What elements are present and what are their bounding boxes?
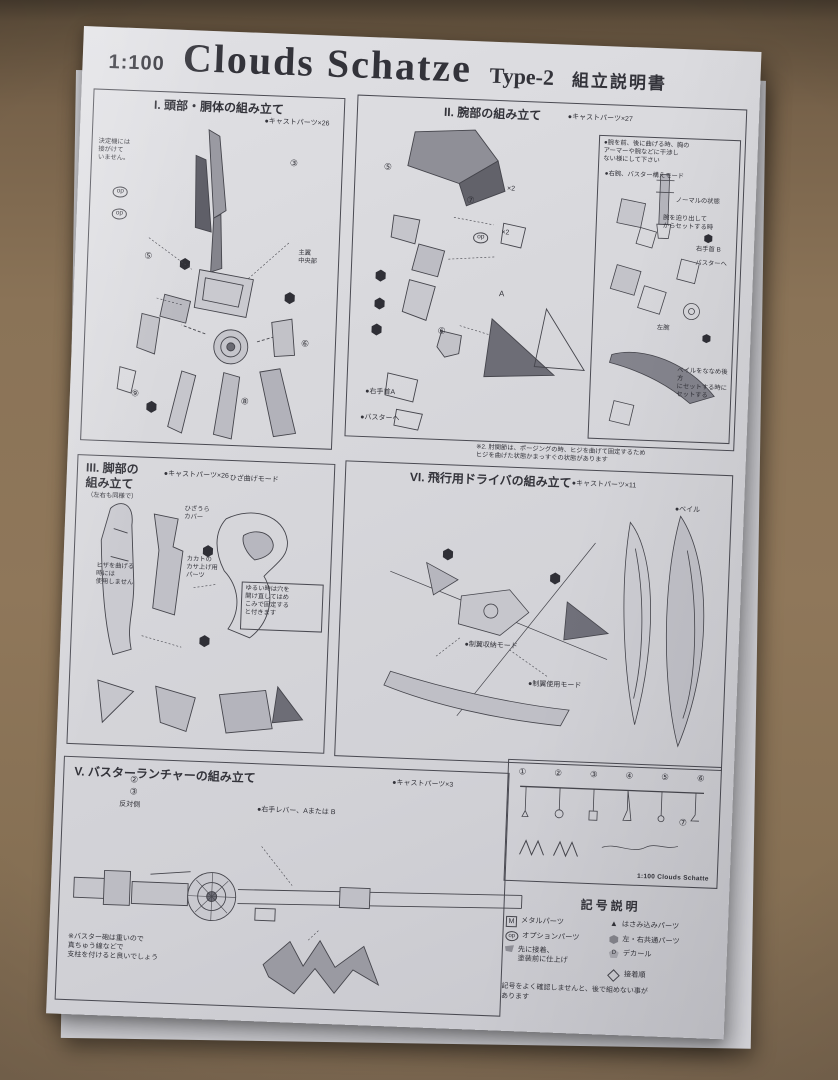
legend-label: 左・右共通パーツ <box>622 934 680 946</box>
runner-num-7: ⑦ <box>678 817 688 828</box>
arm-pose-diagram <box>608 173 715 426</box>
legend-label: 先に接着、 塗装前に仕上げ <box>517 944 569 964</box>
subbox-veil-note: ベイルをななめ後方 にセットする時に セットする <box>676 367 728 399</box>
symbol-legend: 記号説明 M メタルパーツ ▲ はさみ込みパーツ op オプションパーツ 左・右… <box>500 891 717 1029</box>
legend-item-empty <box>504 966 608 980</box>
runner-num-5: ⑤ <box>661 771 670 783</box>
doc-type-label: 組立説明書 <box>571 70 668 94</box>
subbox-normal-label: ノーマルの状態 <box>675 196 720 206</box>
legend-item-preglue: 先に接着、 塗装前に仕上げ <box>504 944 609 966</box>
buster-launcher-diagram <box>73 846 523 995</box>
legend-item-option: op オプションパーツ <box>505 930 609 945</box>
panel2-cast-count: ●キャストパーツ×27 <box>567 113 633 124</box>
panel1-num-6: ⑥ <box>300 338 310 349</box>
runner-num-3: ③ <box>589 768 598 780</box>
metal-parts-icon: M <box>505 915 518 928</box>
legend-label: はさみ込みパーツ <box>621 919 680 931</box>
common-parts-icon <box>609 935 618 944</box>
panel3-note-box: ゆるい時は穴を 開け直してはめ こみで固定する と付きます <box>239 581 324 633</box>
panel1-title: I. 頭部・胴体の組み立て <box>153 97 285 117</box>
leg-diagram <box>97 503 304 734</box>
panel6-cast-count: ●キャストパーツ×11 <box>571 480 637 490</box>
preglue-icon <box>505 945 514 952</box>
panel3-knee-mode-label: ひざ曲げモード <box>229 474 279 484</box>
panel-arm-assembly: II. 腕部の組み立て ●キャストパーツ×27 ×2 ×2 <box>344 94 748 452</box>
panel1-num-9: ⑨ <box>130 388 140 399</box>
flight-driver-diagram <box>383 515 705 748</box>
panel1-num-3: ③ <box>289 158 299 169</box>
runner-diagram <box>519 785 705 858</box>
panel1-wing-label: 主翼 中央部 <box>298 249 318 265</box>
panel3-heel-label: カカトの カサ上げ用 パーツ <box>185 555 218 579</box>
panel2-right-subbox: ●腕を前、後に曲げる時、胸の アーマーや腕などに干渉し ない様にして下さい ●右… <box>587 134 742 445</box>
legend-label: メタルパーツ <box>520 915 565 927</box>
panel2-letter-a: A <box>498 289 505 299</box>
runner-num-6: ⑥ <box>696 773 705 784</box>
scale-label: 1:100 <box>108 50 166 76</box>
panel3-knee-cover-label: ひざうら カバー <box>184 505 210 521</box>
panel3-cast-count: ●キャストパーツ×26 <box>163 470 229 480</box>
legend-grid: M メタルパーツ ▲ はさみ込みパーツ op オプションパーツ 左・右共通パーツ… <box>502 915 716 984</box>
panel2-x2-a: ×2 <box>506 185 516 193</box>
page-title: Clouds Schatze <box>182 34 473 91</box>
panel2-num-5: ⑤ <box>383 161 393 172</box>
panel3-note-box-text: ゆるい時は穴を 開け直してはめ こみで固定する と付きます <box>244 584 290 617</box>
panel5-opposite-label: 反対側 <box>119 800 141 809</box>
legend-footer: 記号をよく確認しませんと、後で組めない事が あります <box>500 983 648 1001</box>
legend-item-glue-order: 接着順 <box>607 969 708 984</box>
legend-item-common: 左・右共通パーツ <box>609 934 709 949</box>
glue-order-icon <box>607 969 620 983</box>
subbox-set-note: 腕を迫り出して からセットする時 <box>662 214 714 232</box>
type-label: Type-2 <box>489 62 555 91</box>
panel6-veil-label: ●ベイル <box>674 506 701 515</box>
panel2-x2-b: ×2 <box>501 229 510 237</box>
panel-buster-launcher-assembly: V. バスターランチャーの組み立て ●キャストパーツ×3 ② ③ 反対側 ●右 <box>54 755 523 1017</box>
sheet-header: 1:100 Clouds Schatze Type-2 組立説明書 <box>82 34 761 100</box>
sandwich-parts-icon: ▲ <box>609 918 619 929</box>
panel2-num-7: ⑦ <box>466 194 475 206</box>
legend-item-decal: D デカール <box>608 948 709 970</box>
panel2-num-6: ⑥ <box>437 325 446 337</box>
panel2-buster-label: ●バスターへ <box>360 413 400 423</box>
subbox-para: ●腕を前、後に曲げる時、胸の アーマーや腕などに干渉し ない様にして下さい <box>603 139 690 164</box>
panel-leg-assembly: III. 脚部の 組み立て ●キャストパーツ×26 （左右も同様で） ひざ曲げモ… <box>66 454 336 754</box>
panel2-title: II. 腕部の組み立て <box>443 104 542 123</box>
legend-label: デカール <box>622 948 652 959</box>
panel3-no-use-note: ヒザを曲げる 時には 使用しません <box>95 561 135 587</box>
instruction-sheet: 1:100 Clouds Schatze Type-2 組立説明書 I. 頭部・… <box>46 26 762 1040</box>
runner-num-4: ④ <box>625 770 634 781</box>
panel5-weight-note: ※バスター砲は重いので 真ちゅう線などで 支柱を付けると良いでしょう <box>67 933 159 962</box>
panel5-cast-count: ●キャストパーツ×3 <box>392 779 454 789</box>
legend-label: 接着順 <box>623 969 646 980</box>
arm-diagram <box>371 129 585 431</box>
subbox-wrist-b-label: 右手首 B <box>695 245 721 254</box>
legend-item-sandwich: ▲ はさみ込みパーツ <box>609 918 710 935</box>
panel2-wrist-a-label: ●右手首A <box>365 388 396 397</box>
decal-icon: D <box>609 949 619 958</box>
head-body-diagram <box>116 129 297 440</box>
subbox-buster-label: バスターへ <box>695 259 727 268</box>
option-parts-icon: op <box>505 930 519 942</box>
panel5-num-3: ③ <box>129 786 138 797</box>
panel-flight-driver-assembly: VI. 飛行用ドライバの組み立て ●キャストパーツ×11 ●ベイル ●制翼収納モ… <box>334 460 734 772</box>
legend-label: オプションパーツ <box>521 930 580 942</box>
panel1-num-8: ⑧ <box>240 396 249 407</box>
legend-title: 記号説明 <box>580 897 641 915</box>
panel1-op-mark-2: op <box>111 208 128 220</box>
panel1-note-left: 決定機には 接がけて いません。 <box>97 137 131 162</box>
legend-item-metal: M メタルパーツ <box>505 915 610 931</box>
runner-num-2: ② <box>554 767 563 778</box>
panel1-num-5: ⑤ <box>144 250 153 261</box>
runner-parts-box: ① ② ③ ④ ⑤ ⑥ ⑦ 1:100 Clouds Schatte <box>503 758 723 889</box>
runner-num-1: ① <box>518 766 527 777</box>
panel1-op-mark-1: op <box>112 186 129 198</box>
subbox-left-arm-label: 左腕 <box>656 324 670 332</box>
panel2-op-mark: op <box>472 232 489 244</box>
panel-head-body-assembly: I. 頭部・胴体の組み立て ●キャストパーツ×26 <box>80 88 346 450</box>
panel5-num-2: ② <box>129 774 139 785</box>
